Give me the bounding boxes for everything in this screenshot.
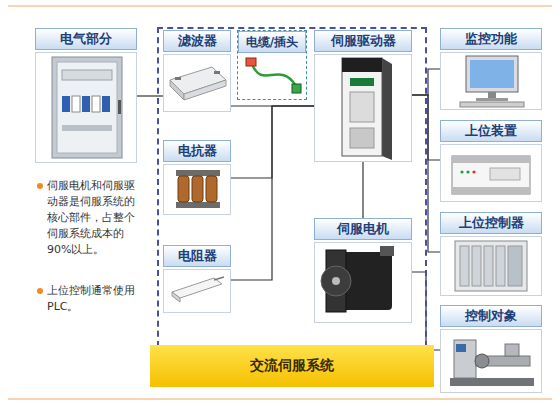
component-title: 上位控制器 — [440, 212, 542, 234]
picture-frame — [440, 236, 542, 296]
connector-line — [362, 162, 363, 218]
picture-frame — [314, 242, 412, 323]
picture-frame — [163, 54, 231, 112]
component-title: 滤波器 — [163, 30, 231, 52]
system-group: 交流伺服系统滤波器电缆/插头伺服驱动器电抗器伺服电机电阻器 — [157, 27, 427, 347]
system-band: 交流伺服系统 — [150, 345, 434, 387]
reactor-picture — [176, 170, 220, 208]
picture-frame — [35, 52, 137, 163]
component-title: 电抗器 — [163, 140, 231, 162]
component-box: 滤波器 — [163, 30, 231, 112]
cable-picture — [246, 58, 301, 93]
bullet — [37, 288, 43, 294]
resistor-picture — [172, 277, 224, 302]
component-title: 监控功能 — [440, 28, 542, 50]
cable-box: 电缆/插头 — [237, 30, 307, 100]
cabinet-picture — [52, 57, 122, 158]
bottom-rule — [8, 399, 552, 400]
picture-frame — [163, 164, 231, 215]
component-box: 电阻器 — [163, 245, 231, 313]
connector-line — [412, 95, 440, 252]
picture-frame — [440, 329, 542, 393]
driver-picture — [342, 58, 392, 160]
component-box: 电抗器 — [163, 140, 231, 215]
component-title: 伺服驱动器 — [314, 30, 412, 52]
component-title: 伺服电机 — [314, 218, 412, 240]
controller-picture — [455, 241, 527, 291]
machine-picture — [450, 340, 534, 386]
component-box: 监控功能 — [440, 28, 542, 110]
component-box: 电气部分 — [35, 28, 137, 163]
connector-line — [137, 95, 163, 96]
picture-frame — [440, 144, 542, 202]
note-text: 伺服电机和伺服驱动器是伺服系统的核心部件，占整个伺服系统成本的90%以上。 — [47, 178, 135, 258]
motor-picture — [321, 246, 394, 312]
connector-line — [231, 106, 314, 280]
component-title: 控制对象 — [440, 305, 542, 327]
component-box: 伺服电机 — [314, 218, 412, 323]
note-text: 上位控制通常使用PLC。 — [47, 283, 135, 315]
connector-line — [412, 69, 440, 95]
component-box: 上位装置 — [440, 120, 542, 202]
plc-picture — [452, 156, 530, 194]
filter-picture — [170, 67, 226, 100]
bullet — [37, 183, 43, 189]
picture-frame — [314, 54, 412, 162]
picture-frame — [163, 269, 231, 313]
top-rule — [8, 6, 552, 7]
component-title: 上位装置 — [440, 120, 542, 142]
picture-frame — [440, 52, 542, 110]
component-box: 上位控制器 — [440, 212, 542, 296]
component-title: 电阻器 — [163, 245, 231, 267]
component-title: 电气部分 — [35, 28, 137, 50]
monitor-picture — [460, 56, 524, 107]
connector-line — [412, 95, 440, 160]
component-title: 电缆/插头 — [238, 31, 306, 53]
component-box: 控制对象 — [440, 305, 542, 393]
component-box: 伺服驱动器 — [314, 30, 412, 162]
connector-line — [412, 272, 440, 350]
